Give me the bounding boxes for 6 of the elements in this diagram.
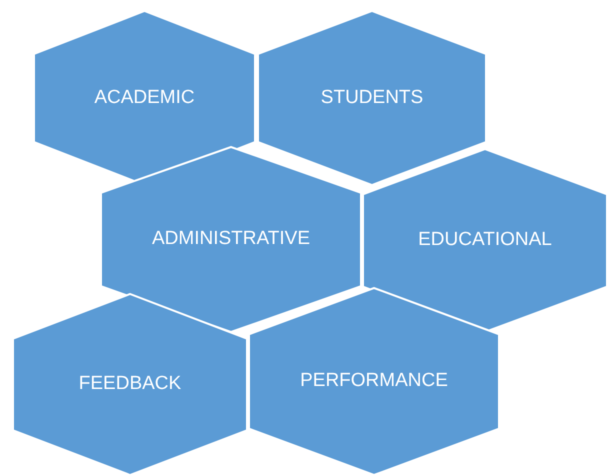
hexagon-label: PERFORMANCE bbox=[300, 369, 448, 394]
hexagon-label: ACADEMIC bbox=[94, 86, 195, 110]
hexagon-label: STUDENTS bbox=[320, 86, 424, 110]
hexagon-label: ADMINISTRATIVE bbox=[152, 227, 310, 252]
hexagon-label: FEEDBACK bbox=[78, 372, 182, 396]
hexagon-label: EDUCATIONAL bbox=[418, 228, 552, 252]
